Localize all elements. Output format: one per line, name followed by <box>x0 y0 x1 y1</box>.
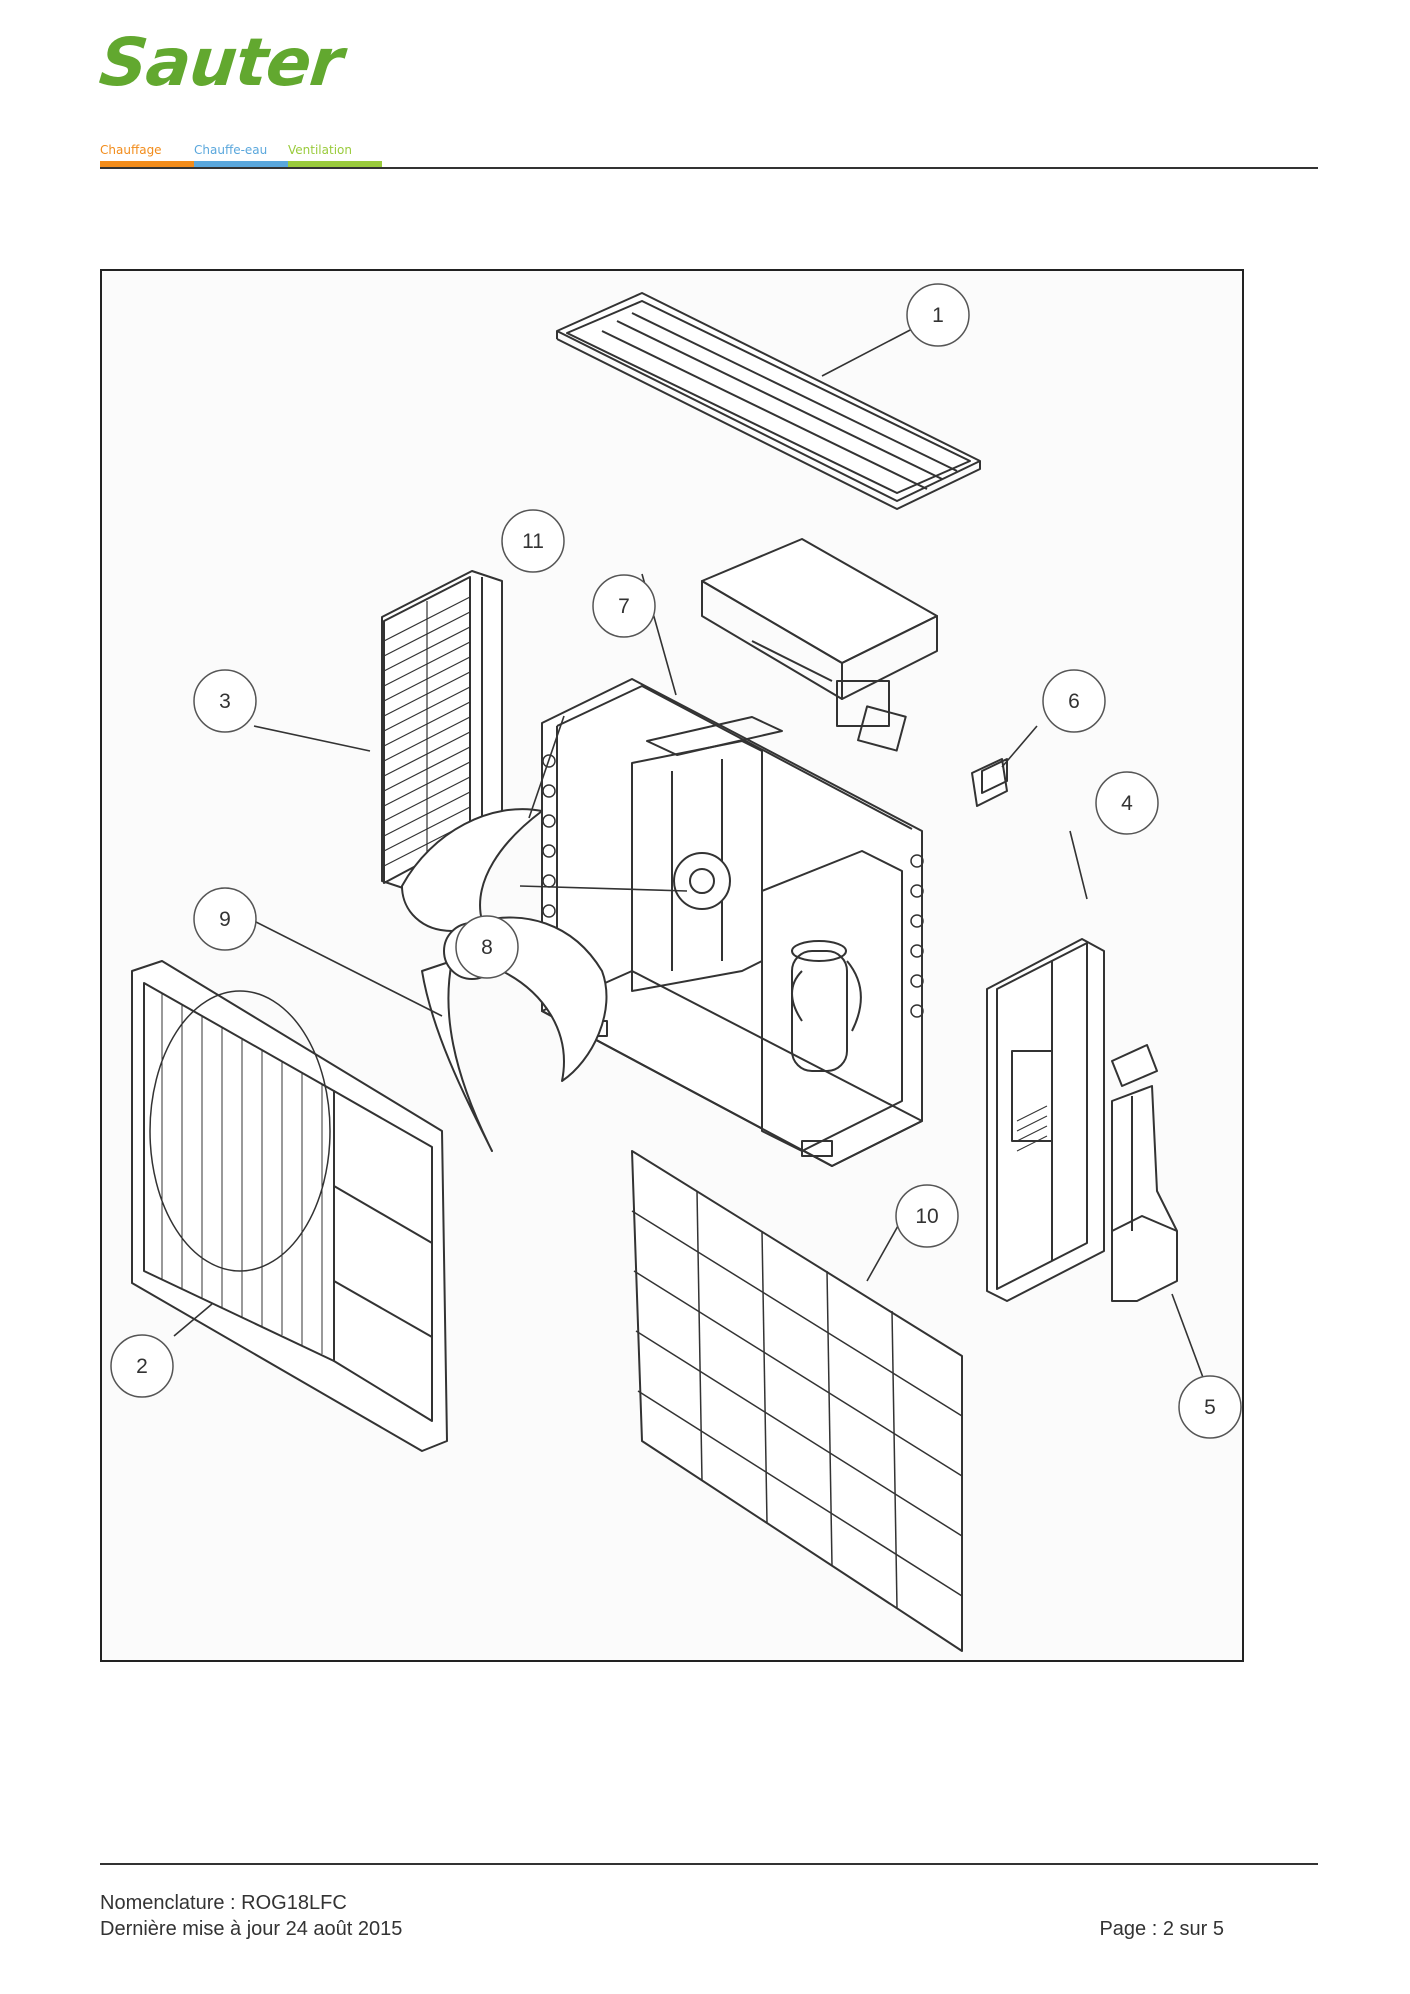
svg-text:5: 5 <box>1204 1396 1216 1419</box>
callout-8: 8 <box>455 915 519 979</box>
category-chauffage: Chauffage <box>100 140 194 170</box>
callout-4: 4 <box>1095 771 1159 835</box>
callout-9: 9 <box>193 887 257 951</box>
footer-divider <box>100 1863 1318 1865</box>
svg-text:10: 10 <box>915 1205 938 1228</box>
footer-update-date: Dernière mise à jour 24 août 2015 <box>100 1918 403 1940</box>
part-valve-cover <box>1111 1044 1178 1302</box>
header-divider <box>100 167 1318 169</box>
callout-10: 10 <box>895 1184 959 1248</box>
category-chauffe-eau: Chauffe-eau <box>194 140 288 170</box>
svg-text:11: 11 <box>522 530 544 553</box>
callout-3: 3 <box>193 669 257 733</box>
part-control-box <box>701 538 938 752</box>
sauter-logo: Sauter <box>96 24 390 101</box>
callout-6: 6 <box>1042 669 1106 733</box>
svg-text:4: 4 <box>1121 792 1133 815</box>
callout-11: 11 <box>501 509 565 573</box>
svg-text:8: 8 <box>481 936 493 959</box>
callout-5: 5 <box>1178 1375 1242 1439</box>
svg-text:2: 2 <box>136 1355 148 1378</box>
svg-text:3: 3 <box>219 690 231 713</box>
footer-page-number: Page : 2 sur 5 <box>1099 1918 1224 1940</box>
exploded-view-drawing: 1 11 7 3 6 4 9 8 10 5 2 <box>110 283 1242 1652</box>
part-top-cover <box>556 292 981 510</box>
part-chassis <box>541 678 924 1167</box>
callout-2: 2 <box>110 1334 174 1398</box>
svg-text:7: 7 <box>618 595 630 618</box>
callout-1: 1 <box>906 283 970 347</box>
svg-text:9: 9 <box>219 908 231 931</box>
part-small-bracket <box>971 758 1008 807</box>
callout-7: 7 <box>592 574 656 638</box>
part-right-panel <box>986 938 1105 1302</box>
part-front-panel <box>131 960 448 1452</box>
exploded-view-figure: 1 11 7 3 6 4 9 8 10 5 2 <box>100 269 1244 1662</box>
svg-text:6: 6 <box>1068 690 1080 713</box>
svg-text:1: 1 <box>932 304 944 327</box>
footer-nomenclature: Nomenclature : ROG18LFC <box>100 1892 347 1914</box>
logo-text: Sauter <box>96 24 347 101</box>
category-bar: Chauffage Chauffe-eau Ventilation <box>100 140 382 170</box>
part-rear-grille <box>631 1150 963 1652</box>
category-ventilation: Ventilation <box>288 140 382 170</box>
